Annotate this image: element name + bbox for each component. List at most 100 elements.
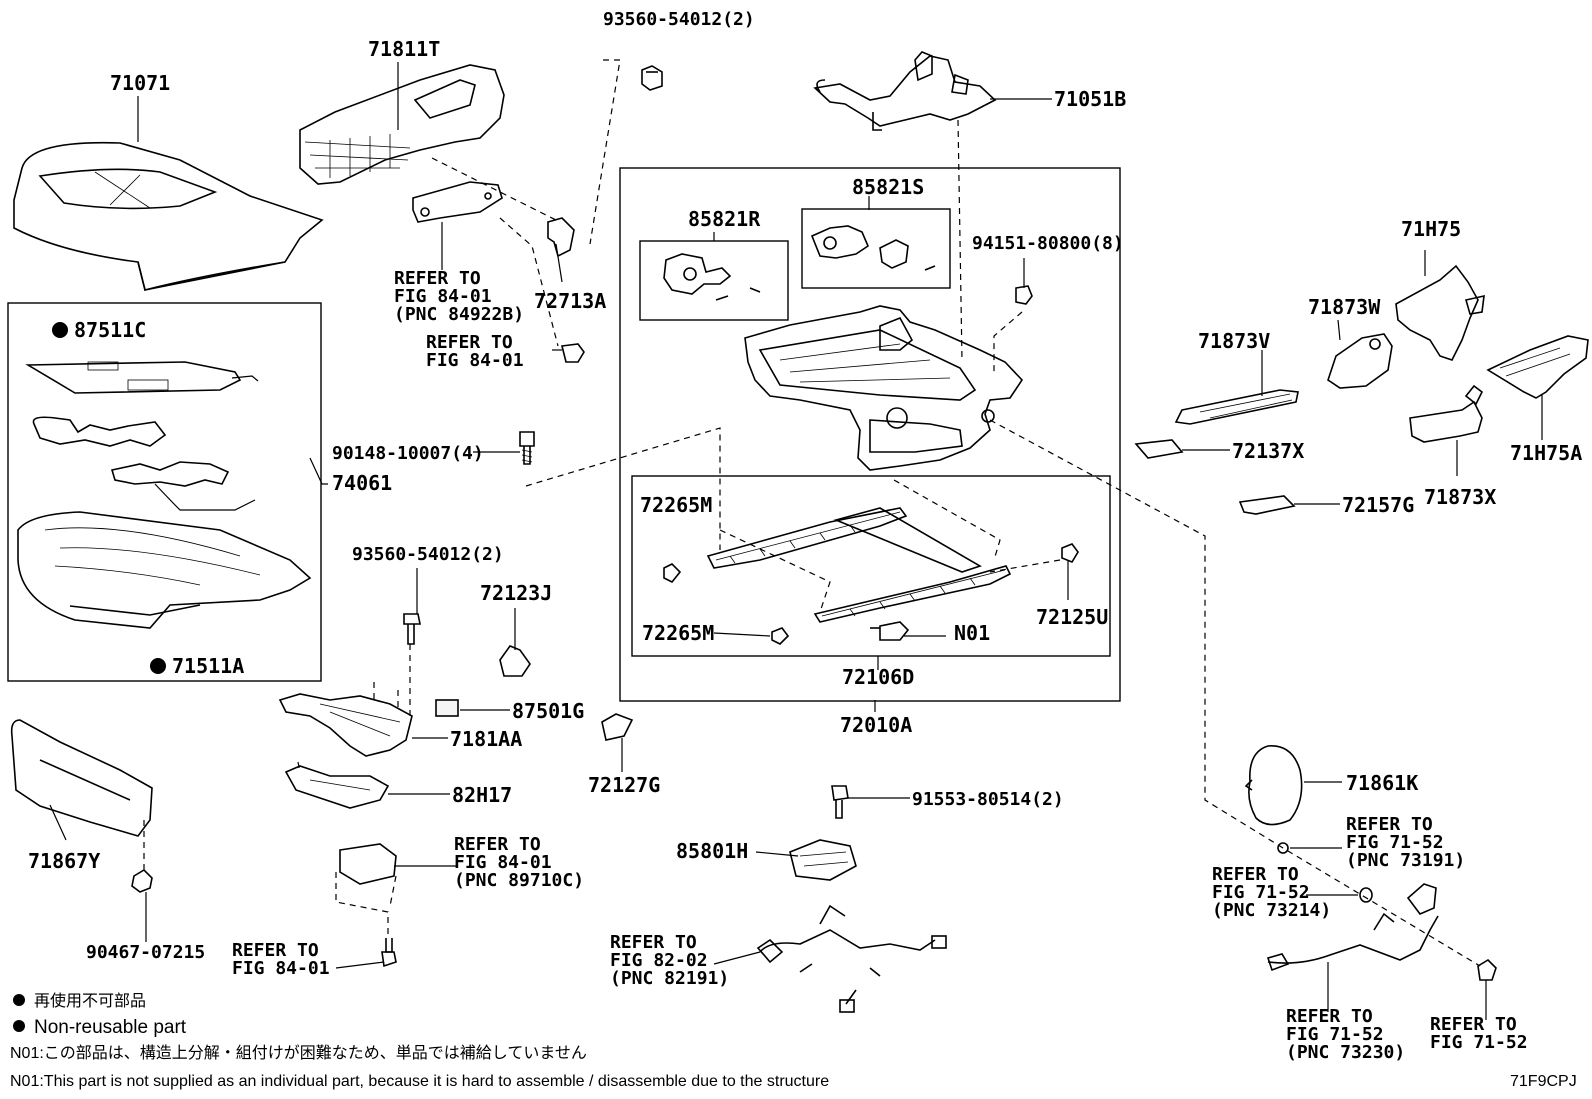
legend-marker-ja	[13, 994, 25, 1006]
label-71071: 71071	[110, 71, 170, 95]
track-72106D-box	[631, 475, 1111, 657]
label-74061: 74061	[332, 471, 392, 495]
label-85801H: 85801H	[676, 839, 748, 863]
label-72125U: 72125U	[1036, 605, 1108, 629]
trim-71867Y	[10, 719, 153, 837]
seat-switch-bracket	[412, 181, 503, 223]
label-90467: 90467-07215	[86, 942, 205, 963]
refer-7152-a-line1: REFER TO	[1346, 814, 1433, 835]
bolt-93560-mid	[403, 613, 421, 645]
label-71H75A: 71H75A	[1510, 441, 1582, 465]
refer-8401-a-line1: REFER TO	[394, 268, 481, 289]
refer-7152-d-line2: FIG 71-52	[1430, 1032, 1528, 1053]
screw-refer-84-01-b	[552, 343, 585, 363]
cover-72157G	[1238, 495, 1296, 515]
legend-marker-en	[13, 1020, 25, 1032]
label-72265M-upper: 72265M	[640, 493, 712, 517]
refer-7152-c-line1: REFER TO	[1286, 1006, 1373, 1027]
part-labels: 71071 71811T 93560-54012(2) 71051B 85821…	[28, 9, 1582, 1063]
bolt-93560-top	[641, 65, 663, 91]
refer-8401-c-line3: (PNC 89710C)	[454, 870, 584, 891]
label-72106D: 72106D	[842, 665, 914, 689]
label-71873W: 71873W	[1308, 295, 1381, 319]
refer-7152-b-line1: REFER TO	[1212, 864, 1299, 885]
label-N01: N01	[954, 621, 990, 645]
label-72713A: 72713A	[534, 289, 606, 313]
clip-72265M-lower	[771, 627, 790, 645]
washer-ref-71-52-b	[1359, 887, 1373, 903]
label-71051B: 71051B	[1054, 87, 1126, 111]
nut-ref-71-52-a	[1277, 842, 1289, 854]
label-82H17: 82H17	[452, 783, 512, 807]
label-72265M-lower: 72265M	[642, 621, 714, 645]
label-71H75: 71H75	[1401, 217, 1461, 241]
clip-90467	[131, 868, 153, 893]
refer-7152-b-line2: FIG 71-52	[1212, 882, 1310, 903]
seat-track-72106D	[706, 507, 1012, 641]
refer-8401-b-line1: REFER TO	[426, 332, 513, 353]
clip-72127G	[601, 713, 634, 741]
nut-94151	[1015, 285, 1033, 305]
diagram-code: 71F9CPJ	[1510, 1073, 1577, 1090]
nonreusable-marker-71511A	[150, 658, 166, 674]
wire-harness-ref-82-02	[756, 904, 947, 1013]
refer-7152-b-line3: (PNC 73214)	[1212, 900, 1331, 921]
bolt-91553	[831, 785, 849, 819]
label-85821S: 85821S	[852, 175, 924, 199]
label-94151: 94151-80800(8)	[972, 233, 1124, 254]
cover-71873X	[1409, 384, 1484, 443]
airbag-harness-ref-71-52-c	[1266, 883, 1439, 972]
note-nonreusable-en: Non-reusable part	[34, 1017, 187, 1038]
label-72123J: 72123J	[480, 581, 552, 605]
clip-72713A	[547, 217, 575, 258]
label-93560-mid: 93560-54012(2)	[352, 544, 504, 565]
label-72010A: 72010A	[840, 713, 912, 737]
side-shield-71811T	[299, 64, 505, 185]
label-87511C: 87511C	[74, 318, 146, 342]
label-87501G: 87501G	[512, 699, 584, 723]
label-85821R: 85821R	[688, 207, 761, 231]
label-71811T: 71811T	[368, 37, 440, 61]
legend-notes: 再使用不可部品 Non-reusable part N01:この部品は、構造上分…	[10, 992, 1577, 1090]
bracket-72123J	[499, 645, 531, 677]
nut-ref-71-52-d	[1477, 958, 1497, 981]
seat-adjuster-box	[619, 167, 1121, 702]
motor-85821R-box	[639, 240, 789, 321]
cover-71873W	[1327, 333, 1393, 389]
refer-7152-a-line2: FIG 71-52	[1346, 832, 1444, 853]
refer-8401-c-line2: FIG 84-01	[454, 852, 552, 873]
airbag-71861K	[1244, 745, 1303, 826]
cover-71H75	[1395, 264, 1485, 361]
refer-7152-c-line3: (PNC 73230)	[1286, 1042, 1405, 1063]
refer-8202-line3: (PNC 82191)	[610, 968, 729, 989]
leader-lines	[49, 62, 1543, 1020]
bracket-82H17	[284, 765, 390, 809]
refer-7152-d-line1: REFER TO	[1430, 1014, 1517, 1035]
label-71511A: 71511A	[172, 654, 244, 678]
refer-8401-d-line1: REFER TO	[232, 940, 319, 961]
cover-71873V	[1174, 389, 1299, 425]
label-72137X: 72137X	[1232, 439, 1304, 463]
switch-85801H	[789, 839, 857, 881]
refer-8401-b-line2: FIG 84-01	[426, 350, 524, 371]
bolt-ref-84-01-d	[381, 938, 397, 968]
refer-8401-c-line1: REFER TO	[454, 834, 541, 855]
refer-7152-c-line2: FIG 71-52	[1286, 1024, 1384, 1045]
label-7181AA: 7181AA	[450, 727, 522, 751]
motor-85821S-box	[801, 208, 951, 289]
label-71867Y: 71867Y	[28, 849, 100, 873]
clip-72265M-upper	[663, 563, 682, 584]
label-71873V: 71873V	[1198, 329, 1270, 353]
label-93560-top: 93560-54012(2)	[603, 9, 755, 30]
cushion-assembly-box	[7, 302, 322, 682]
label-71873X: 71873X	[1424, 485, 1496, 509]
connector-87501G	[435, 699, 459, 717]
note-n01-ja: N01:この部品は、構造上分解・組付けが困難なため、単品では補給していません	[10, 1044, 587, 1062]
motor-85821R	[663, 253, 761, 301]
label-90148: 90148-10007(4)	[332, 443, 484, 464]
label-71861K: 71861K	[1346, 771, 1418, 795]
refer-8202-line1: REFER TO	[610, 932, 697, 953]
dashed-reference-lines	[143, 59, 1481, 967]
note-n01-en: N01:This part is not supplied as an indi…	[10, 1073, 829, 1090]
